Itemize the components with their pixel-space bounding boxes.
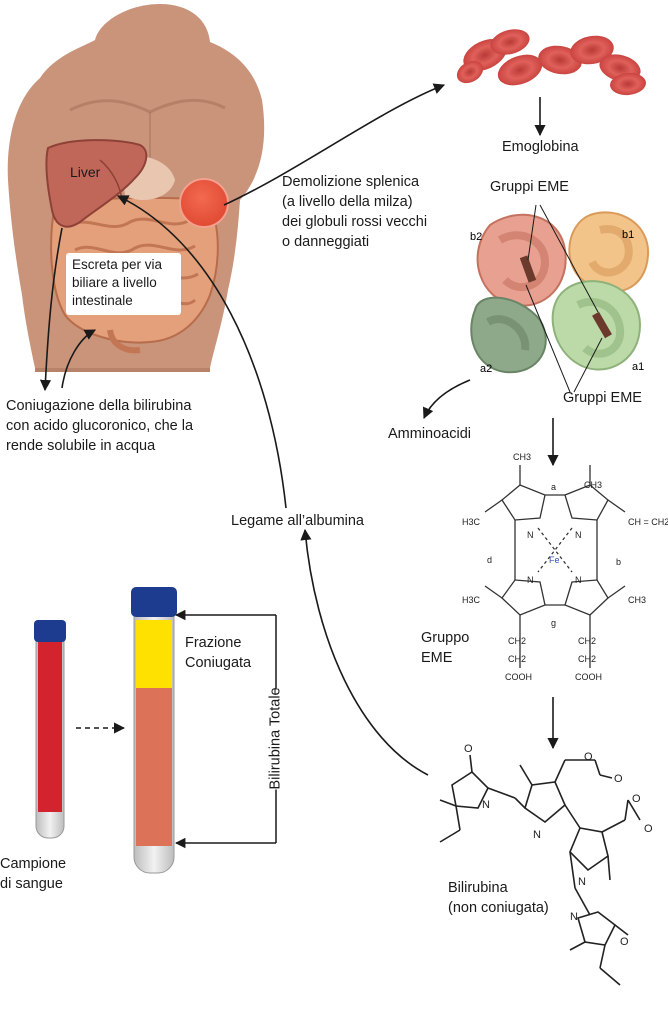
heme-ch2-1: CH2 [508, 636, 526, 646]
heme-h3c-1: H3C [462, 517, 481, 527]
chain-label-b1: b1 [622, 229, 634, 241]
bilirubin-structure [439, 754, 641, 986]
chain-label-b2: b2 [470, 231, 482, 243]
heme-cooh-2: COOH [575, 672, 602, 682]
arrow-albumin-to-liver [116, 195, 287, 509]
arrow-conjugation-to-intestine [61, 329, 96, 389]
blood-sample-tube [34, 620, 66, 839]
heme-ch2-2: CH2 [578, 636, 596, 646]
heme-n-4: N [575, 575, 582, 585]
heme-meso-g: g [551, 618, 556, 628]
heme-cooh-1: COOH [505, 672, 532, 682]
heme-h3c-2: H3C [462, 595, 481, 605]
heme-meso-a: a [551, 482, 556, 492]
aminoacids-label: Amminoacidi [388, 426, 471, 442]
centrifuged-tube [131, 587, 177, 874]
conjugation-line-1: Coniugazione della bilirubina [6, 398, 192, 414]
bilirubin-o-2: O [584, 751, 593, 763]
excretion-label-box: Escreta per via biliare a livello intest… [66, 253, 181, 315]
bilirubin-o-1: O [464, 743, 473, 755]
splenic-line-3: dei globuli rossi vecchi [282, 214, 428, 230]
excretion-line-3: intestinale [72, 293, 133, 308]
heme-n-1: N [527, 530, 534, 540]
bilirubin-n-2: N [533, 829, 541, 841]
heme-groups-bottom-label: Gruppi EME [563, 390, 642, 406]
hemoglobin-label: Emoglobina [502, 139, 579, 155]
total-bilirubin-label: Bilirubina Totale [266, 687, 286, 790]
spleen-circle [179, 178, 229, 228]
liver-label: Liver [70, 164, 101, 180]
red-blood-cells-illustration [456, 29, 646, 96]
bilirubin-line-2: (non coniugata) [448, 900, 549, 916]
chain-label-a1: a1 [632, 361, 644, 373]
splenic-line-4: o danneggiati [282, 234, 370, 250]
albumin-label: Legame all’albumina [231, 513, 364, 529]
bilirubin-o-5: O [644, 823, 653, 835]
arrow-to-aminoacids [422, 379, 471, 420]
bilirubin-o-3: O [614, 773, 623, 785]
heme-groups-top-label: Gruppi EME [490, 179, 569, 195]
heme-n-3: N [527, 575, 534, 585]
heme-methyl-3: CH3 [628, 595, 646, 605]
heme-methyl-1: CH3 [513, 452, 531, 462]
heme-structure [484, 465, 626, 668]
splenic-line-1: Demolizione splenica [282, 174, 420, 190]
blood-sample-line-1: Campione [0, 856, 67, 872]
heme-ch2-3: CH2 [508, 654, 526, 664]
bilirubin-n-4: N [570, 911, 578, 923]
conjugated-fraction-line-2: Coniugata [185, 655, 252, 671]
conjugation-line-3: rende solubile in acqua [6, 438, 156, 454]
heme-meso-b: b [616, 557, 621, 567]
splenic-line-2: (a livello della milza) [282, 194, 413, 210]
excretion-line-2: biliare a livello [72, 275, 157, 290]
heme-group-line-2: EME [421, 650, 453, 666]
excretion-line-1: Escreta per via [72, 257, 163, 272]
bilirubin-line-1: Bilirubina [448, 880, 508, 896]
heme-vinyl: CH = CH2 [628, 517, 668, 527]
bilirubin-n-3: N [578, 876, 586, 888]
conjugated-fraction-line-1: Frazione [185, 635, 242, 651]
blood-sample-line-2: di sangue [0, 876, 63, 892]
heme-methyl-2: CH3 [584, 480, 602, 490]
hemoglobin-illustration [470, 204, 650, 393]
chain-label-a2: a2 [480, 363, 492, 375]
conjugation-line-2: con acido glucoronico, che la [6, 418, 194, 434]
arrow-bilirubin-to-albumin [300, 528, 429, 776]
arrow-liver-to-conjugation [39, 227, 63, 392]
heme-ch2-4: CH2 [578, 654, 596, 664]
bilirubin-o-4: O [632, 793, 641, 805]
bilirubin-o-6: O [620, 936, 629, 948]
bilirubin-n-1: N [482, 799, 490, 811]
heme-group-line-1: Gruppo [421, 630, 470, 646]
heme-meso-d: d [487, 555, 492, 565]
heme-fe: Fe [549, 555, 560, 565]
heme-n-2: N [575, 530, 582, 540]
arrow-spleen-to-rbc [223, 83, 446, 206]
